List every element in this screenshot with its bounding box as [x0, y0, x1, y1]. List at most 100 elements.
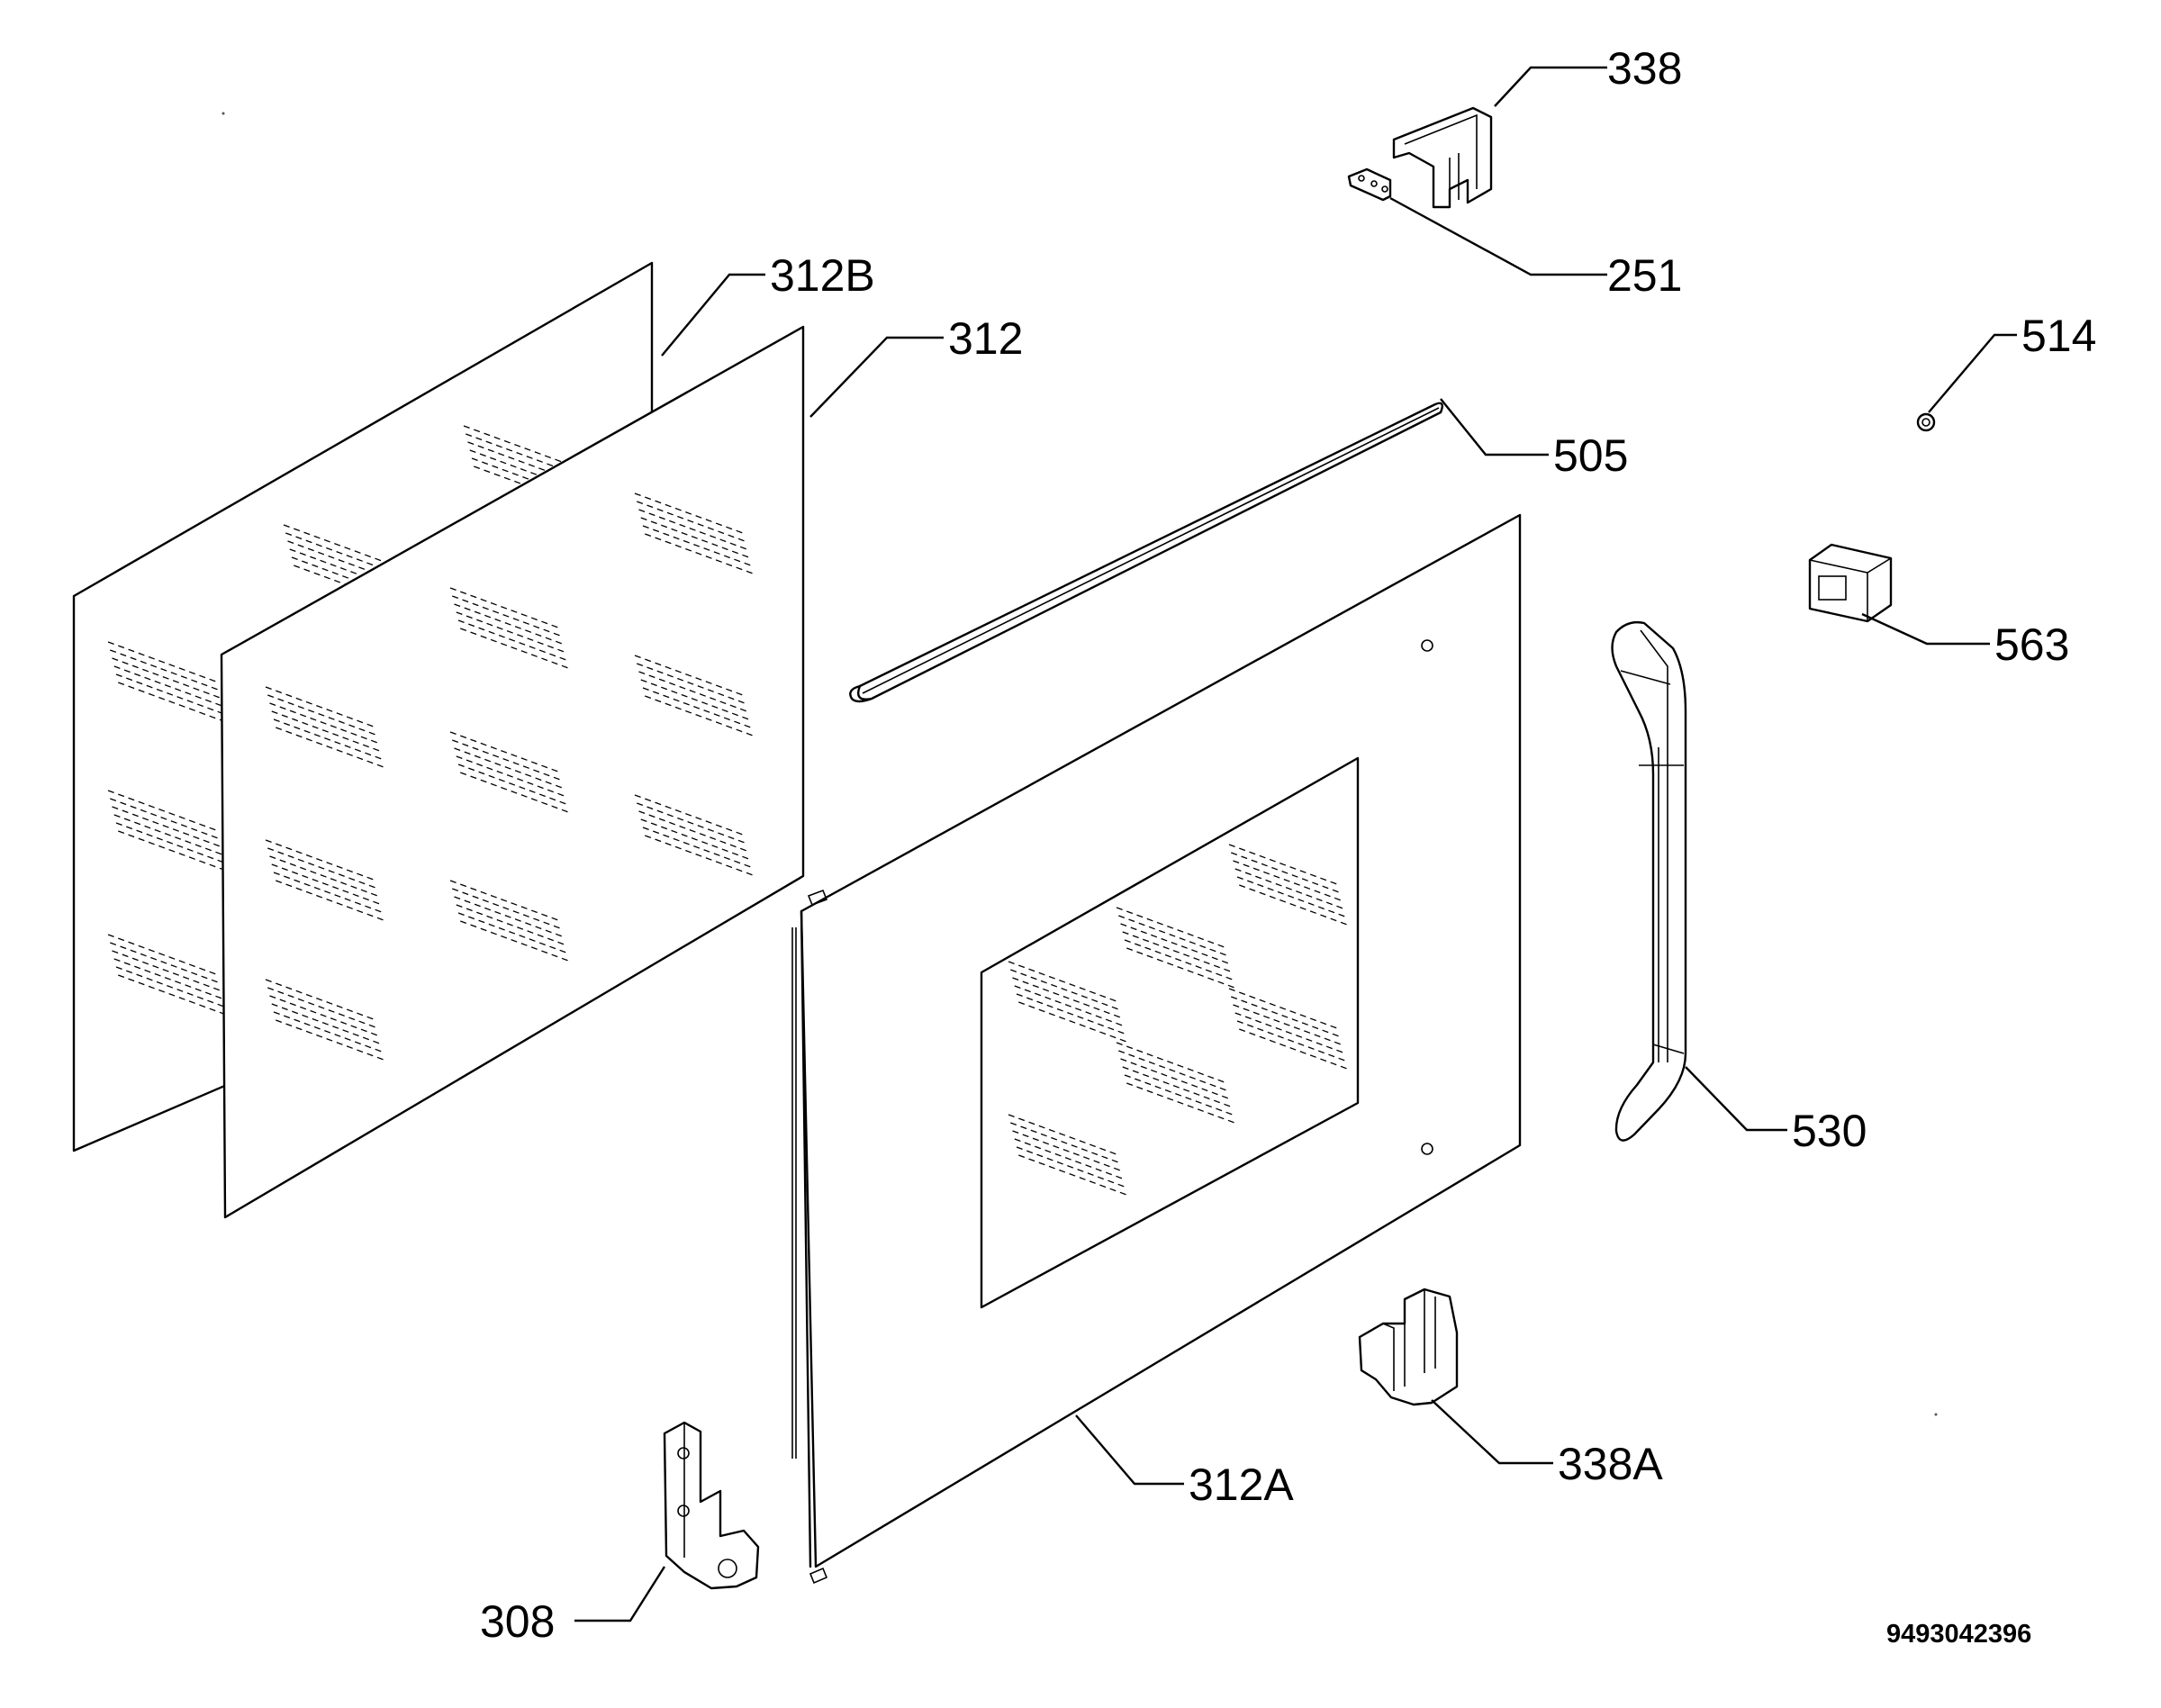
- hatch-line: [640, 517, 749, 558]
- hatch-line: [454, 896, 563, 937]
- hatch-line: [1236, 1020, 1346, 1062]
- screw-514[interactable]: [1916, 412, 1936, 432]
- callout-312A: 312A: [1189, 1459, 1294, 1510]
- hatch-line: [454, 603, 563, 645]
- hatch-line: [1012, 1130, 1121, 1171]
- hatch-line: [637, 501, 746, 542]
- hatch-line: [291, 556, 401, 598]
- callout-338A: 338A: [1558, 1439, 1663, 1489]
- hatch-line: [645, 695, 754, 737]
- hatch-line: [1228, 844, 1338, 885]
- callout-251: 251: [1607, 250, 1682, 301]
- hatch-line: [637, 802, 746, 844]
- hatch-line: [267, 987, 376, 1028]
- callout-308: 308: [480, 1596, 555, 1647]
- end-cap-338[interactable]: [1392, 106, 1493, 209]
- hatch-line: [118, 830, 227, 872]
- top-profile-505[interactable]: [849, 402, 1443, 703]
- hatch-line: [469, 449, 578, 491]
- hinge-bracket-308[interactable]: [663, 1421, 760, 1590]
- hatch-line: [107, 934, 217, 975]
- hatch-line: [267, 694, 376, 736]
- hatch-line: [112, 806, 221, 847]
- hatch-line: [457, 764, 567, 805]
- hatch-line: [466, 433, 574, 474]
- hatch-line: [1124, 939, 1234, 981]
- hatch-line: [471, 457, 581, 499]
- hatch-line: [112, 950, 221, 991]
- hatch-line: [1014, 1138, 1123, 1179]
- hatch-line: [113, 665, 222, 707]
- hatch-line: [1016, 1146, 1126, 1188]
- hatch-line: [449, 880, 559, 921]
- hatch-line: [1118, 1050, 1227, 1091]
- door-window-outline: [980, 756, 1360, 1309]
- door-handle-530[interactable]: [1611, 620, 1687, 1142]
- hatch-line: [1239, 884, 1348, 926]
- hatch-line: [456, 904, 565, 945]
- hatch-line: [273, 872, 383, 913]
- hatch-line: [634, 655, 744, 696]
- leader-338A: [1431, 1399, 1553, 1465]
- screw-hole-bottom: [1421, 1143, 1433, 1155]
- hatch-line: [642, 687, 752, 728]
- leader-312B: [661, 273, 765, 357]
- hatch-line: [467, 441, 576, 483]
- leader-312A: [1075, 1414, 1184, 1486]
- hatch-line: [645, 533, 754, 574]
- leader-308: [574, 1566, 666, 1622]
- clip-251[interactable]: [1347, 167, 1392, 202]
- hatch-line: [1233, 860, 1342, 901]
- callout-563: 563: [1994, 619, 2069, 670]
- hatch-line: [273, 718, 383, 760]
- hatch-line: [1239, 1028, 1348, 1070]
- leader-530: [1685, 1066, 1787, 1132]
- hatch-line: [460, 628, 569, 669]
- hatch-line: [110, 798, 219, 839]
- hatch-line: [456, 755, 565, 797]
- hatch-line: [1008, 961, 1117, 1002]
- hatch-line: [289, 548, 398, 590]
- glass-panel-312[interactable]: [220, 325, 805, 1219]
- leader-505: [1440, 398, 1549, 456]
- hatch-line: [107, 641, 217, 682]
- hatch-line: [1008, 1114, 1117, 1155]
- screw-hole-top: [1421, 639, 1433, 652]
- end-cap-338A[interactable]: [1358, 1288, 1459, 1406]
- hatch-line: [457, 912, 567, 953]
- hatch-line: [1120, 923, 1229, 964]
- hatch-line: [463, 425, 573, 466]
- leader-lines: [574, 66, 2017, 1622]
- hatch-line: [449, 587, 559, 628]
- callout-505: 505: [1553, 430, 1628, 481]
- hatch-line: [276, 880, 384, 921]
- hatch-line: [115, 822, 225, 863]
- hatch-line: [1126, 1082, 1235, 1124]
- hatch-line: [454, 747, 563, 789]
- hatch-line: [449, 731, 559, 773]
- hatch-line: [1120, 1058, 1229, 1099]
- door-frame-312A[interactable]: [791, 513, 1522, 1585]
- hatch-line: [1126, 947, 1235, 989]
- hatch-line: [265, 979, 375, 1020]
- hatch-line: [457, 619, 567, 661]
- hatch-line: [1233, 1004, 1342, 1045]
- callout-312: 312: [948, 313, 1023, 364]
- hatch-line: [265, 839, 375, 881]
- hatch-line: [638, 810, 747, 852]
- hatch-line: [642, 827, 752, 868]
- leader-251: [1389, 196, 1607, 276]
- hatch-line: [634, 493, 744, 534]
- hatch-line: [287, 540, 396, 582]
- hatch-line: [267, 847, 376, 889]
- hatch-line: [269, 855, 378, 897]
- connector-block-563[interactable]: [1808, 543, 1893, 623]
- callout-514: 514: [2021, 311, 2096, 361]
- hatch-line: [276, 727, 384, 768]
- hatch-line: [1231, 996, 1340, 1037]
- hatch-line: [640, 818, 749, 860]
- hatch-line: [1116, 1042, 1225, 1083]
- hatch-line: [1010, 969, 1119, 1010]
- hatch-line: [1018, 1154, 1127, 1196]
